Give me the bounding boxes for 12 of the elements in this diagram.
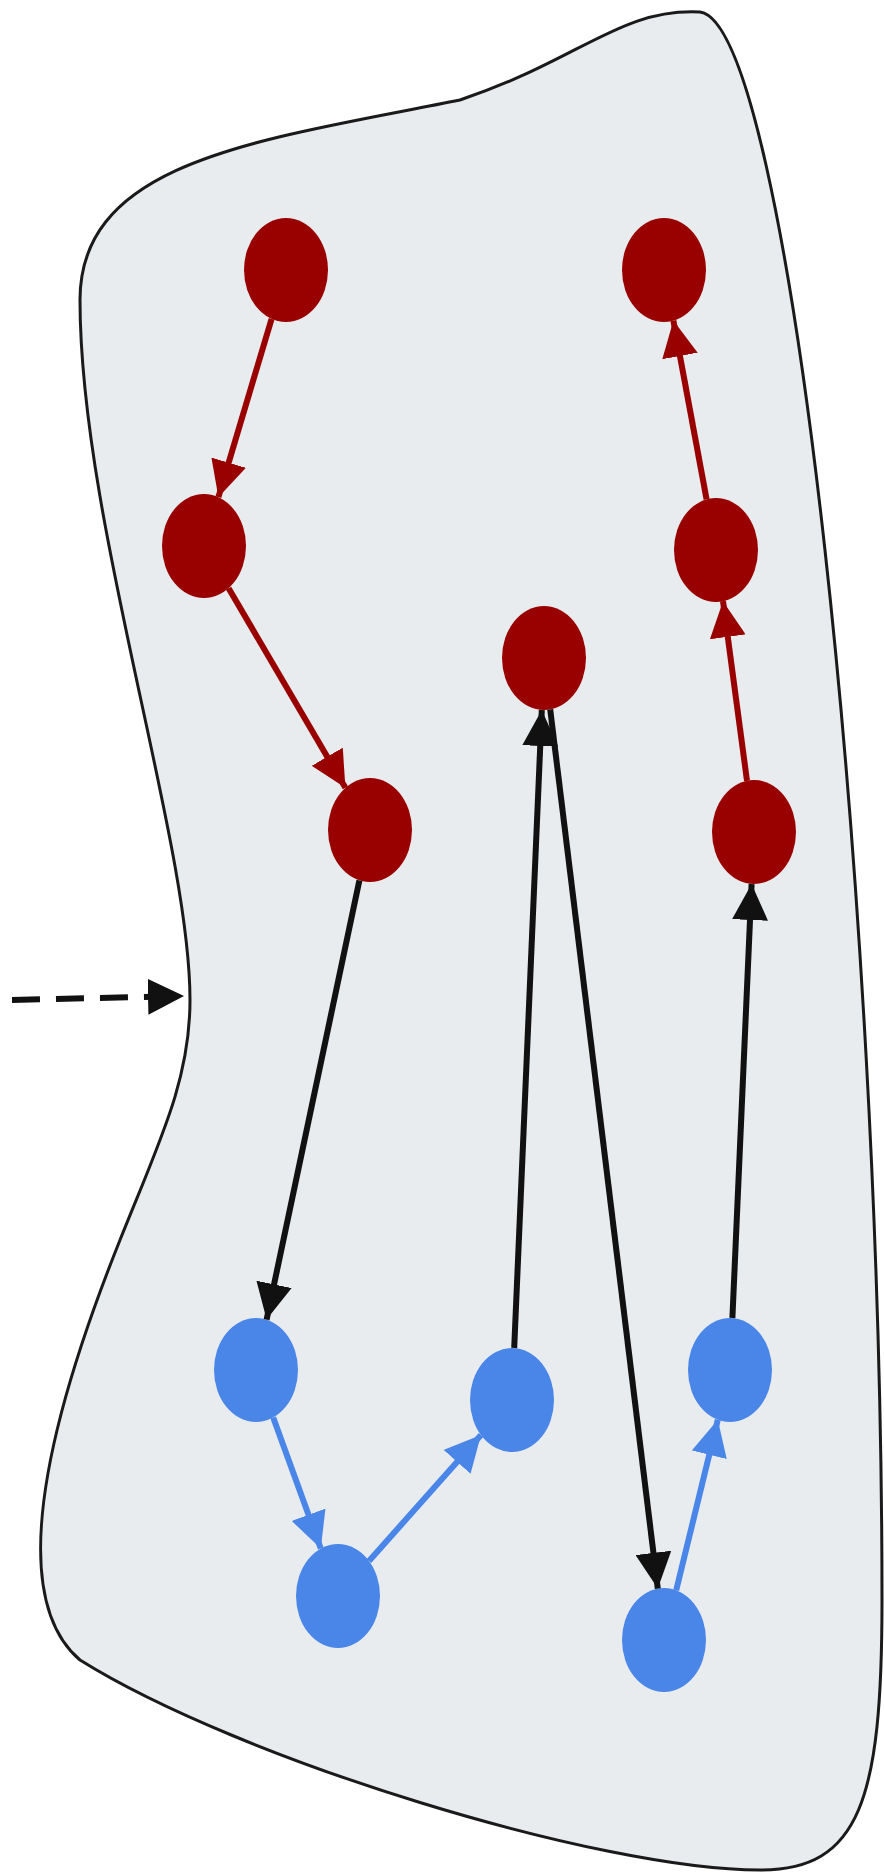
arrow (256, 879, 363, 1321)
arrow (270, 1416, 326, 1550)
arrow (662, 320, 710, 500)
arrow (211, 317, 275, 499)
arrow (226, 586, 348, 790)
arrow (709, 600, 750, 782)
arrow (729, 883, 768, 1319)
arrow (673, 1419, 727, 1591)
arrow (11, 978, 185, 1015)
blob-region (36, 6, 884, 1872)
arrow (547, 709, 672, 1589)
arrow (366, 1433, 484, 1563)
